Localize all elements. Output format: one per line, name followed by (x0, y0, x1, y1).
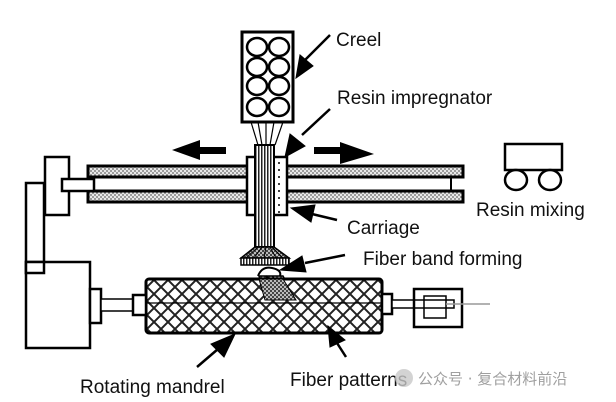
carriage-label: Carriage (347, 218, 420, 239)
resin-mixing-label: Resin mixing (476, 200, 585, 221)
fiber-patterns-arrow-icon (327, 324, 348, 358)
watermark: 公众号 · 复合材料前沿 (395, 369, 567, 388)
leader-arrows (196, 34, 348, 368)
fiber-band-forming-arrow-icon (278, 253, 346, 273)
fiber-band-former (238, 246, 292, 266)
drive-motor (24, 155, 148, 350)
tailstock (380, 287, 490, 329)
creel-arrow-icon (295, 34, 331, 80)
rotating-mandrel-label: Rotating mandrel (80, 377, 225, 398)
resin-impregnator-label: Resin impregnator (337, 88, 493, 109)
carriage-motion-arrows (172, 140, 374, 164)
fiber-strands (250, 121, 284, 146)
creel-label: Creel (336, 30, 381, 51)
resin-impregnator-dots (278, 162, 280, 213)
resin-mixing-cart (503, 142, 564, 192)
arrow-left-icon (172, 140, 226, 160)
carriage-arrow-icon (289, 204, 338, 223)
arrow-right-icon (314, 142, 374, 164)
spools (245, 36, 291, 118)
fiber-band-forming-label: Fiber band forming (363, 249, 522, 270)
resin-impregnator-arrow-icon (284, 108, 331, 158)
fiber-patterns-label: Fiber patterns (290, 370, 407, 391)
resin-impregnator (254, 144, 275, 248)
watermark-logo-icon (395, 369, 413, 387)
creel (240, 30, 295, 124)
rotating-mandrel-arrow-icon (196, 333, 237, 368)
watermark-text: 公众号 · 复合材料前沿 (418, 370, 567, 388)
rotating-mandrel (144, 277, 384, 335)
